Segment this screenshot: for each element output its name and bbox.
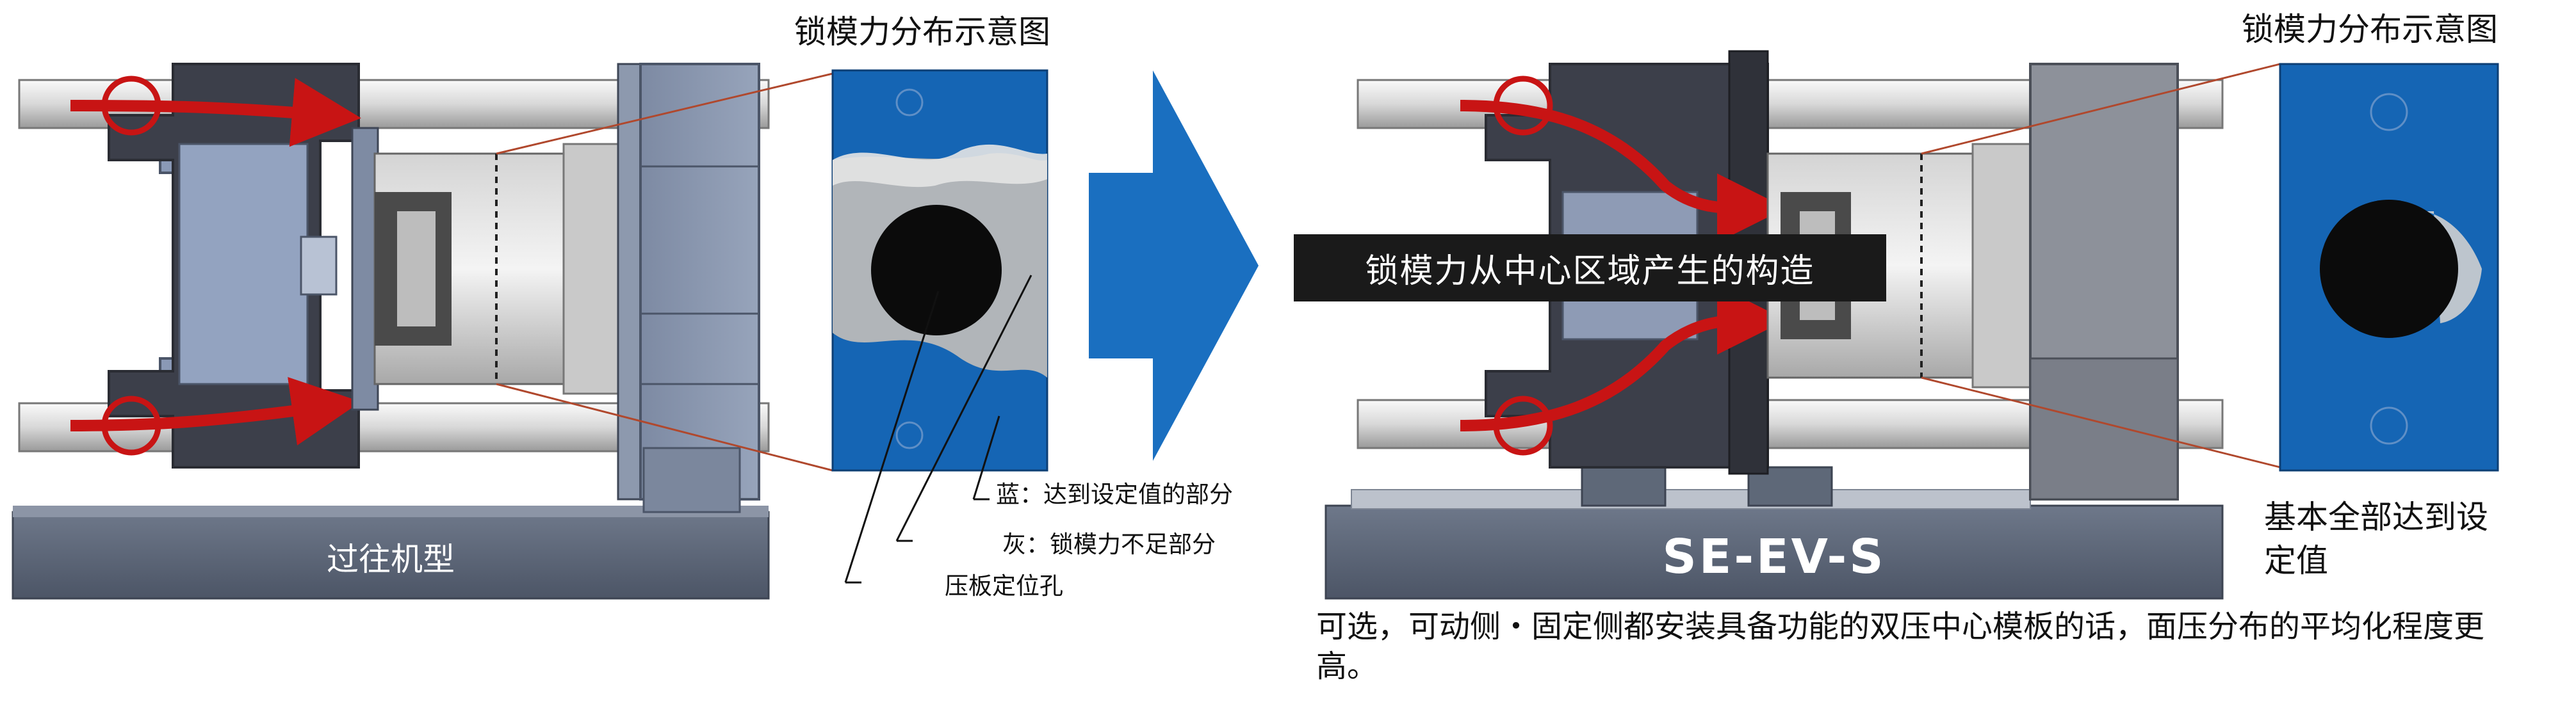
old-map-title: 锁模力分布示意图: [794, 13, 1050, 51]
new-machine-label: SE-EV-S: [1662, 529, 1886, 584]
legend-gray: 灰：锁模力不足部分: [1002, 531, 1216, 558]
new-center-hole: [2320, 200, 2458, 338]
result-label-line2: 定值: [2264, 542, 2328, 579]
new-map-title: 锁模力分布示意图: [2242, 11, 2498, 48]
old-force-arrow-bottom: [70, 376, 361, 445]
old-center-hole: [871, 205, 1002, 335]
old-machine: [12, 63, 833, 600]
new-machine-bed: [1325, 504, 2224, 600]
result-label-line1: 基本全部达到设: [2264, 499, 2488, 536]
legend-hole: 压板定位孔: [945, 572, 1063, 600]
structure-banner: 锁模力从中心区域产生的构造: [1294, 234, 1886, 301]
new-force-arrow-bottom: [1460, 285, 1786, 431]
comparison-arrow: [1089, 70, 1259, 461]
legend-blue: 蓝：达到设定值的部分: [996, 481, 1233, 508]
old-fixed-platen: [639, 63, 760, 501]
old-distribution-map: [831, 69, 1048, 584]
old-machine-bed: [12, 511, 770, 600]
new-force-arrow-top: [1460, 100, 1786, 243]
option-caption: 可选，可动侧・固定侧都安装具备功能的双压中心模板的话，面压分布的平均化程度更高。: [1316, 609, 2485, 685]
new-machine: [1325, 50, 2281, 600]
old-force-arrow-top: [70, 77, 361, 147]
new-distribution-map: [2279, 63, 2499, 472]
old-machine-label: 过往机型: [327, 541, 455, 578]
